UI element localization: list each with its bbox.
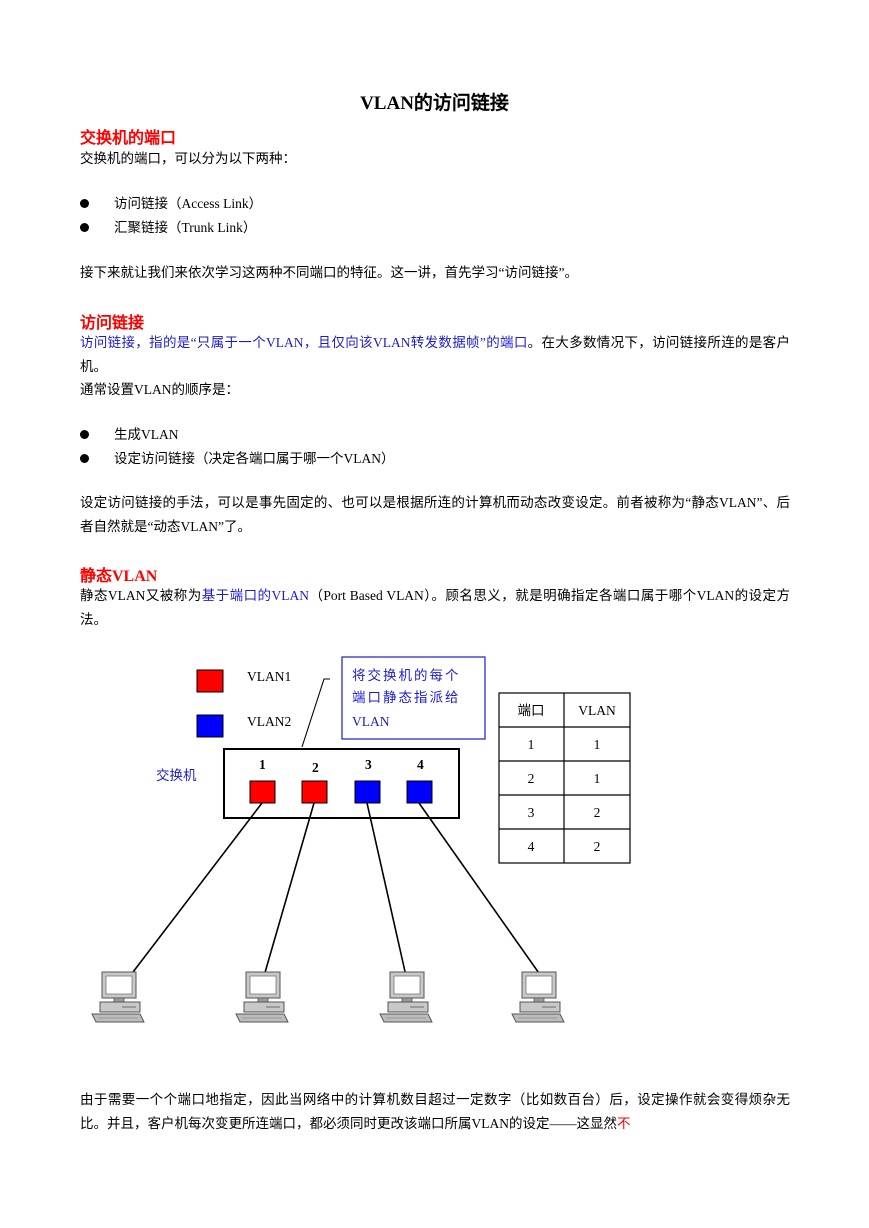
port-number-4: 4 xyxy=(417,757,424,772)
desktop-computer-icon xyxy=(91,971,145,1023)
table-header-vlan: VLAN xyxy=(578,703,616,718)
cable-1 xyxy=(129,802,263,977)
port-2 xyxy=(301,780,328,804)
table-cell: 2 xyxy=(528,771,535,786)
section-heading-switch-ports: 交换机的端口 xyxy=(80,130,177,147)
port-based-highlight: 基于端口的VLAN xyxy=(201,588,309,603)
port-number-1: 1 xyxy=(259,757,266,772)
cable-3 xyxy=(366,802,407,977)
paragraph-intro: 交换机的端口，可以分为以下两种： xyxy=(80,151,296,166)
callout-box xyxy=(341,656,486,740)
bullet-icon xyxy=(80,199,89,208)
page-title: VLAN的访问链接 xyxy=(360,93,509,114)
table-cell: 4 xyxy=(528,839,535,854)
definition-highlight: 访问链接，指的是“只属于一个VLAN，且仅向该VLAN转发数据帧”的端口 xyxy=(80,335,528,350)
cable-4 xyxy=(418,802,542,977)
paragraph-static-dynamic: 设定访问链接的手法，可以是事先固定的、也可以是根据所连的计算机而动态改变设定。前… xyxy=(80,495,790,534)
table-cell: 3 xyxy=(528,805,535,820)
bullet-icon xyxy=(80,223,89,232)
switch-label: 交换机 xyxy=(156,767,197,783)
callout-line-1: 将交换机的每个 xyxy=(352,667,461,683)
desktop-computer-icon xyxy=(511,971,565,1023)
bullet-icon xyxy=(80,430,89,439)
paragraph-footer: 由于需要一个个端口地指定，因此当网络中的计算机数目超过一定数字（比如数百台）后，… xyxy=(80,1092,790,1131)
port-number-2: 2 xyxy=(312,760,319,775)
port-3 xyxy=(354,780,381,804)
callout-line-3: VLAN xyxy=(352,714,390,729)
paragraph-definition: 访问链接，指的是“只属于一个VLAN，且仅向该VLAN转发数据帧”的端口。在大多… xyxy=(80,335,790,374)
legend-swatch-vlan1 xyxy=(196,669,224,693)
section-heading-static-vlan: 静态VLAN xyxy=(80,568,158,585)
callout-pointer xyxy=(301,678,330,748)
table-cell: 1 xyxy=(528,737,535,752)
port-4 xyxy=(406,780,433,804)
section-heading-access-link: 访问链接 xyxy=(80,315,145,332)
legend-swatch-vlan2 xyxy=(196,714,224,738)
desktop-computer-icon xyxy=(379,971,433,1023)
paragraph-static-vlan: 静态VLAN又被称为基于端口的VLAN（Port Based VLAN）。顾名思… xyxy=(80,588,790,627)
legend-label-vlan1: VLAN1 xyxy=(247,669,291,684)
port-number-3: 3 xyxy=(365,757,372,772)
port-1 xyxy=(249,780,276,804)
legend-label-vlan2: VLAN2 xyxy=(247,714,291,729)
cable-2 xyxy=(263,802,315,977)
table-cell: 1 xyxy=(594,771,601,786)
paragraph-order-intro: 通常设置VLAN的顺序是： xyxy=(80,382,239,397)
table-header-port: 端口 xyxy=(518,703,545,718)
port-vlan-table: 端口 VLAN 1 1 2 1 3 2 4 2 xyxy=(498,692,631,864)
paragraph-outro: 接下来就让我们来依次学习这两种不同端口的特征。这一讲，首先学习“访问链接”。 xyxy=(80,265,578,280)
table-cell: 1 xyxy=(594,737,601,752)
table-cell: 2 xyxy=(594,839,601,854)
callout-line-2: 端口静态指派给 xyxy=(352,690,461,705)
desktop-computer-icon xyxy=(235,971,289,1023)
table-cell: 2 xyxy=(594,805,601,820)
bullet-icon xyxy=(80,454,89,463)
